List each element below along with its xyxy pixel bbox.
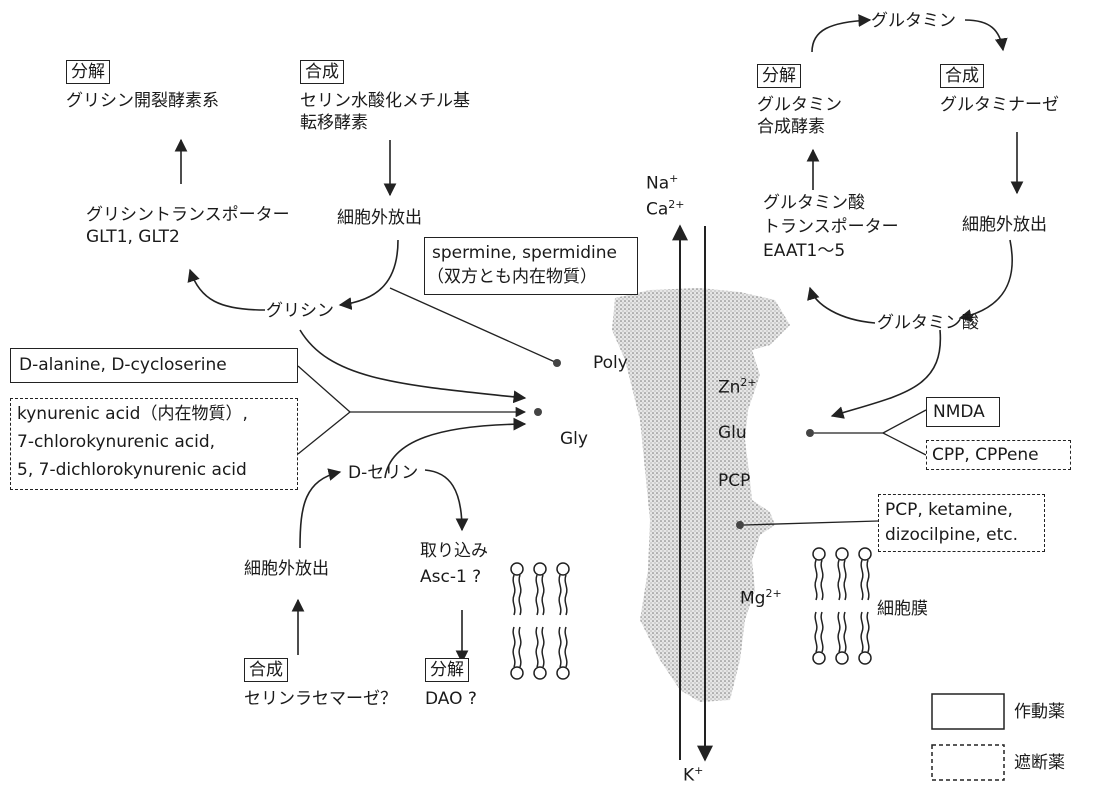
receptor-body xyxy=(612,288,790,702)
gly-decomp-tag: 分解 xyxy=(66,60,110,84)
membrane-label: 細胞膜 xyxy=(877,598,928,620)
gly-antagonist-box: kynurenic acid（内在物質）, 7-chlorokynurenic … xyxy=(10,398,298,490)
gly-synth-tag: 合成 xyxy=(300,60,344,84)
gly-antagonist-1: kynurenic acid（内在物質）, xyxy=(17,402,248,426)
gly-transporter-2: GLT1, GLT2 xyxy=(86,226,180,248)
dserine-label: D-セリン xyxy=(348,462,418,484)
dserine-release: 細胞外放出 xyxy=(244,558,329,580)
dserine-decomp-enzyme: DAO ? xyxy=(425,688,477,710)
glutamate-label: グルタミン酸 xyxy=(877,312,979,334)
dserine-uptake-1: 取り込み xyxy=(420,540,488,562)
polyamine-box: spermine, spermidine （双方とも内在物質） xyxy=(424,237,638,295)
dserine-uptake-2: Asc-1 ? xyxy=(420,566,481,588)
glu-agonist-box: NMDA xyxy=(926,397,1000,427)
pcp-antagonist-2: dizocilpine, etc. xyxy=(885,523,1018,547)
legend-antagonist-swatch xyxy=(932,745,1004,780)
site-zn: Zn2+ xyxy=(718,372,757,399)
gly-agonist-box: D-alanine, D-cycloserine xyxy=(10,348,298,383)
pcp-antagonist-box: PCP, ketamine, dizocilpine, etc. xyxy=(878,494,1045,552)
dserine-synth-enzyme: セリンラセマーゼ？ xyxy=(244,688,397,710)
glu-decomp-enzyme-2: 合成酵素 xyxy=(757,116,825,138)
legend-agonist-swatch xyxy=(932,694,1004,729)
gly-transporter-1: グリシントランスポーター xyxy=(86,204,290,226)
gly-synth-enzyme-2: 転移酵素 xyxy=(300,112,368,134)
glu-release: 細胞外放出 xyxy=(962,214,1047,236)
glu-transporter-2: トランスポーター xyxy=(763,216,899,238)
glycine-label: グリシン xyxy=(266,300,334,322)
ion-na: Na+ xyxy=(646,168,678,195)
glu-transporter-1: グルタミン酸 xyxy=(763,192,865,214)
gly-synth-enzyme-1: セリン水酸化メチル基 xyxy=(300,90,470,112)
glu-decomp-tag: 分解 xyxy=(757,64,801,88)
site-glu: Glu xyxy=(718,422,747,444)
polyamine-line2: （双方とも内在物質） xyxy=(427,265,597,289)
gly-antagonist-2: 7-chlorokynurenic acid, xyxy=(17,430,215,454)
polyamine-line1: spermine, spermidine xyxy=(432,241,617,265)
site-poly: Poly xyxy=(593,352,628,374)
site-gly: Gly xyxy=(560,428,588,450)
gly-antagonist-3: 5, 7-dichlorokynurenic acid xyxy=(17,458,247,482)
pcp-antagonist-1: PCP, ketamine, xyxy=(885,498,1013,522)
site-pcp: PCP xyxy=(718,470,750,492)
glu-agonist: NMDA xyxy=(933,400,985,424)
legend-agonist-label: 作動薬 xyxy=(1014,701,1065,723)
dserine-synth-tag: 合成 xyxy=(244,658,288,682)
ion-k: K+ xyxy=(683,760,703,787)
membrane-right xyxy=(813,548,871,664)
legend-antagonist-label: 遮断薬 xyxy=(1014,752,1065,774)
site-mg: Mg2+ xyxy=(740,583,782,610)
glu-antagonist: CPP, CPPene xyxy=(932,443,1039,467)
ion-ca: Ca2+ xyxy=(646,194,685,221)
glu-synth-tag: 合成 xyxy=(940,64,984,88)
glu-antagonist-box: CPP, CPPene xyxy=(926,440,1071,470)
membrane-left xyxy=(511,563,569,679)
dserine-decomp-tag: 分解 xyxy=(425,658,469,682)
gly-agonists: D-alanine, D-cycloserine xyxy=(19,353,227,377)
glu-synth-enzyme: グルタミナーゼ xyxy=(940,94,1059,116)
gly-decomp-enzyme: グリシン開裂酵素系 xyxy=(66,90,219,112)
gly-release: 細胞外放出 xyxy=(337,207,422,229)
glu-transporter-3: EAAT1～5 xyxy=(763,240,845,262)
glutamine-top: グルタミン xyxy=(871,10,956,32)
glu-decomp-enzyme-1: グルタミン xyxy=(757,94,842,116)
